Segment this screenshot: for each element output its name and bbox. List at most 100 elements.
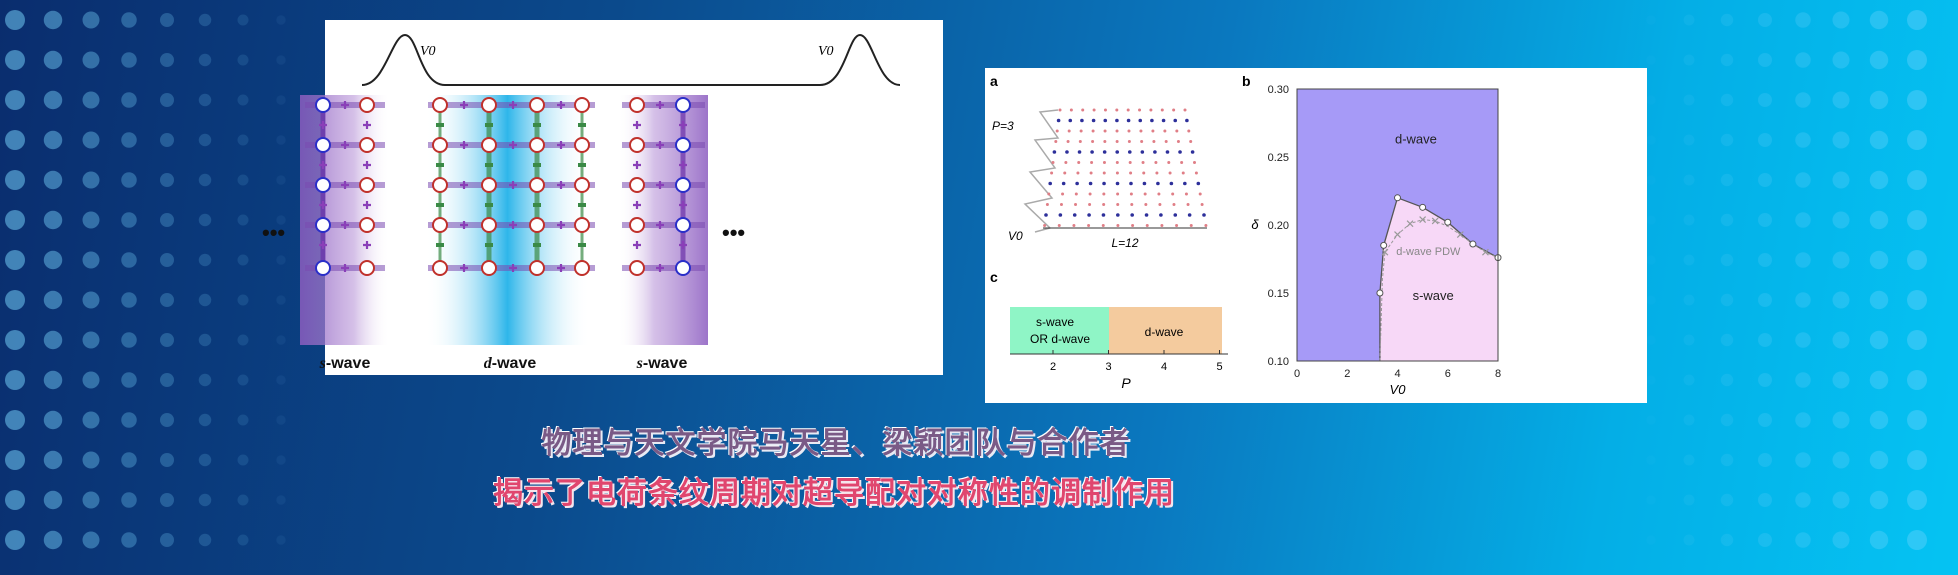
- decor-dot: [1795, 52, 1811, 68]
- blue-site-dot: [1129, 181, 1133, 186]
- decor-dot: [82, 131, 100, 149]
- red-site: [529, 217, 545, 233]
- red-site-dot: [1158, 203, 1162, 206]
- minus-sign: [578, 203, 586, 207]
- red-site: [574, 137, 590, 153]
- decor-dot: [237, 214, 249, 226]
- p-tick-label: 5: [1216, 361, 1222, 373]
- plus-sign: [557, 101, 565, 109]
- red-site: [574, 260, 590, 276]
- plus-sign: [633, 121, 641, 129]
- plus-sign: [509, 141, 517, 149]
- decor-dot: [1720, 453, 1734, 467]
- decor-dot: [160, 333, 174, 347]
- blue-site-dot: [1202, 213, 1206, 217]
- plus-sign: [341, 181, 349, 189]
- decor-dot: [1646, 175, 1656, 185]
- minus-sign: [485, 203, 493, 207]
- pdw-point: [1419, 216, 1427, 223]
- decor-dot: [82, 91, 100, 109]
- decor-dot: [198, 93, 212, 107]
- minus-sign: [436, 203, 444, 207]
- plus-sign: [319, 201, 327, 209]
- decor-dot: [1832, 91, 1850, 109]
- decor-dot: [1758, 493, 1772, 507]
- minus-sign: [533, 203, 541, 207]
- red-site: [529, 137, 545, 153]
- red-site-dot: [1200, 203, 1204, 206]
- decor-dot: [121, 532, 137, 548]
- pdw-point: [1431, 217, 1439, 225]
- blue-site-dot: [1072, 213, 1077, 217]
- decor-dot: [1758, 133, 1772, 147]
- red-site-dot: [1076, 171, 1080, 175]
- red-site-dot: [1063, 171, 1067, 175]
- decor-dot: [5, 450, 25, 470]
- minus-sign: [533, 163, 541, 167]
- red-site-dot: [1102, 161, 1106, 164]
- red-site-dot: [1141, 161, 1145, 164]
- decor-dot: [5, 250, 25, 270]
- y-tick-label: 0.20: [1268, 220, 1289, 232]
- red-site: [432, 177, 448, 193]
- red-site-dot: [1129, 171, 1133, 175]
- decor-dot: [276, 255, 286, 265]
- red-site-dot: [1160, 224, 1164, 227]
- decor-dot: [1646, 455, 1656, 465]
- red-site-dot: [1187, 129, 1191, 133]
- red-site-dot: [1054, 140, 1058, 143]
- blue-site-dot: [1144, 213, 1149, 217]
- decor-dot: [43, 490, 63, 510]
- blue-site: [675, 217, 691, 233]
- decor-dot: [1646, 535, 1656, 545]
- decor-dot: [1869, 450, 1889, 470]
- potential-curve: [361, 33, 901, 86]
- decor-dot: [1646, 335, 1656, 345]
- decor-dot: [1646, 375, 1656, 385]
- red-site-dot: [1171, 192, 1175, 196]
- decor-dot: [43, 210, 63, 230]
- plus-sign: [633, 161, 641, 169]
- red-site-dot: [1055, 129, 1059, 133]
- red-site-dot: [1176, 140, 1180, 143]
- decor-dot: [198, 533, 212, 547]
- red-site-dot: [1181, 171, 1185, 175]
- blue-site-dot: [1178, 150, 1182, 154]
- decor-dot: [1907, 90, 1927, 110]
- decor-dot: [82, 11, 100, 29]
- decor-dot: [1646, 295, 1656, 305]
- decor-dot: [237, 94, 249, 106]
- blue-site-dot: [1150, 118, 1154, 123]
- y-axis-label: δ: [1251, 217, 1259, 232]
- label-s-wave-right: s-wave: [636, 355, 688, 372]
- decor-dot: [237, 414, 249, 426]
- minus-sign: [436, 163, 444, 167]
- blue-site-dot: [1173, 118, 1178, 123]
- red-site-dot: [1074, 203, 1078, 206]
- blue-site: [315, 97, 331, 113]
- red-site-dot: [1160, 108, 1164, 112]
- decor-dot: [121, 292, 137, 308]
- decor-dot: [276, 95, 286, 105]
- decor-dot: [82, 331, 100, 349]
- decor-dot: [1683, 54, 1695, 66]
- plus-sign: [679, 121, 687, 129]
- decor-dot: [198, 13, 212, 27]
- red-site: [629, 217, 645, 233]
- red-site: [432, 97, 448, 113]
- minus-sign: [578, 163, 586, 167]
- decor-dot: [237, 534, 249, 546]
- decor-dot: [1795, 172, 1811, 188]
- decor-dot: [160, 493, 174, 507]
- decor-dot: [121, 172, 137, 188]
- plus-sign: [341, 264, 349, 272]
- v0-label-a: V0: [1008, 229, 1023, 243]
- decor-dot: [1869, 370, 1889, 390]
- red-site: [574, 177, 590, 193]
- s-wave-region: [1379, 197, 1498, 361]
- minus-sign: [485, 163, 493, 167]
- x-axis-label: V0: [1390, 382, 1407, 397]
- red-site-dot: [1102, 192, 1106, 196]
- plus-sign: [656, 181, 664, 189]
- red-site-dot: [1189, 140, 1193, 143]
